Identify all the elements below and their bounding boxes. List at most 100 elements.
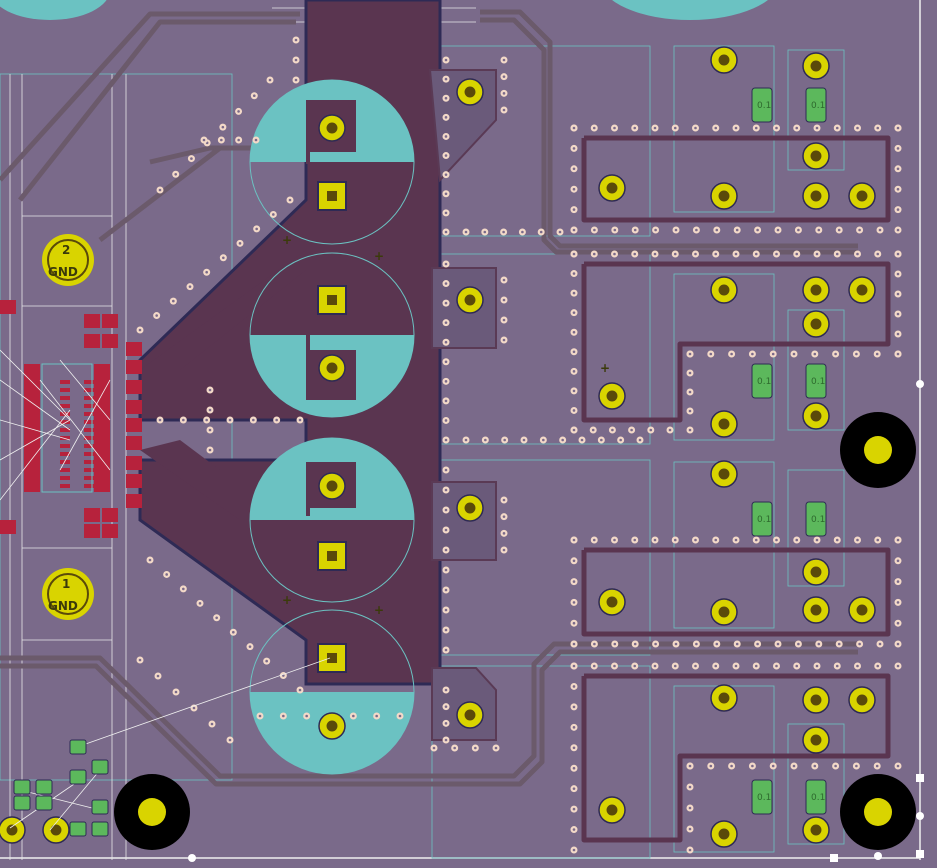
- smd-pad[interactable]: [60, 468, 70, 472]
- smd-pad[interactable]: [60, 412, 70, 416]
- smd-value-label: 0.1: [757, 101, 771, 111]
- mounting-hole-1-net: GND: [48, 599, 78, 613]
- smd-pad[interactable]: [84, 444, 94, 448]
- smd-pad[interactable]: [60, 460, 70, 464]
- smd-pad[interactable]: [60, 420, 70, 424]
- smd-value-label: 0.1: [811, 377, 825, 387]
- smd-pad[interactable]: [60, 396, 70, 400]
- smd-pad[interactable]: [84, 404, 94, 408]
- smd-pad[interactable]: [60, 428, 70, 432]
- smd-pad[interactable]: [60, 380, 70, 384]
- smd-resistor-icon[interactable]: [805, 363, 827, 399]
- smd-resistor-icon[interactable]: [751, 501, 773, 537]
- green-smd-parts[interactable]: 0.1 0.1 0.1 0.1 0.1 0.1 0.1 0.1: [13, 87, 827, 837]
- mounting-hole-2-label: 2: [62, 243, 70, 257]
- smd-pad[interactable]: [91, 799, 109, 815]
- smd-pad[interactable]: [35, 795, 53, 811]
- mounting-hole-2[interactable]: 2 GND: [42, 234, 94, 286]
- smd-pad[interactable]: [35, 779, 53, 795]
- right-zones: [581, 135, 891, 843]
- square-pads[interactable]: [317, 181, 347, 673]
- smd-pad[interactable]: [69, 769, 87, 785]
- smd-resistor-icon[interactable]: [805, 87, 827, 123]
- smd-value-label: 0.1: [757, 793, 771, 803]
- smd-pad[interactable]: [69, 821, 87, 837]
- smd-resistor-icon[interactable]: [751, 363, 773, 399]
- smd-pad[interactable]: [60, 444, 70, 448]
- smd-resistor-icon[interactable]: [751, 87, 773, 123]
- smd-pad[interactable]: [126, 474, 142, 488]
- smd-pad[interactable]: [84, 452, 94, 456]
- cap2-square-pad[interactable]: [317, 285, 347, 315]
- smd-pad[interactable]: [13, 795, 31, 811]
- smd-pad[interactable]: [102, 334, 118, 348]
- smd-pad[interactable]: [84, 476, 94, 480]
- smd-pad[interactable]: [0, 300, 16, 314]
- smd-pad[interactable]: [91, 821, 109, 837]
- smd-pad[interactable]: [126, 436, 142, 450]
- smd-pad[interactable]: [84, 484, 94, 488]
- top-right-courtyard: [612, 0, 768, 20]
- smd-pad[interactable]: [84, 460, 94, 464]
- smd-resistor-icon[interactable]: [805, 501, 827, 537]
- cap-plus-5: +: [600, 361, 610, 375]
- smd-pad[interactable]: [126, 380, 142, 394]
- smd-pad[interactable]: [84, 314, 100, 328]
- smd-resistor-icon[interactable]: [751, 779, 773, 815]
- smd-pad[interactable]: [91, 759, 109, 775]
- smd-pad[interactable]: [84, 524, 100, 538]
- top-left-courtyard: [0, 0, 107, 20]
- mounting-hole-2-net: GND: [48, 265, 78, 279]
- smd-pad[interactable]: [60, 436, 70, 440]
- smd-value-label: 0.1: [811, 515, 825, 525]
- smd-pad[interactable]: [84, 508, 100, 522]
- smd-value-label: 0.1: [811, 101, 825, 111]
- smd-pad[interactable]: [84, 412, 94, 416]
- smd-pad[interactable]: [102, 524, 118, 538]
- smd-pad[interactable]: [126, 342, 142, 356]
- left-ic[interactable]: [24, 363, 110, 493]
- cap-plus-3: +: [282, 593, 292, 607]
- capacitor-plus-marks: + + + + +: [282, 233, 610, 617]
- smd-pad[interactable]: [102, 314, 118, 328]
- smd-pad[interactable]: [126, 494, 142, 508]
- smd-pad[interactable]: [84, 396, 94, 400]
- smd-pad[interactable]: [84, 380, 94, 384]
- tht-pads: [0, 46, 876, 848]
- cap-plus-2: +: [374, 249, 384, 263]
- copper-traces: [0, 9, 858, 787]
- smd-pad[interactable]: [126, 400, 142, 414]
- smd-resistor-icon[interactable]: [805, 779, 827, 815]
- smd-pad[interactable]: [84, 436, 94, 440]
- smd-pad[interactable]: [13, 779, 31, 795]
- smd-pad[interactable]: [126, 418, 142, 432]
- smd-pad[interactable]: [84, 428, 94, 432]
- mounting-hole-1-label: 1: [62, 577, 70, 591]
- cap-plus-4: +: [374, 603, 384, 617]
- cap-plus-1: +: [282, 233, 292, 247]
- smd-components[interactable]: [0, 300, 142, 538]
- big-mounting-holes[interactable]: [114, 412, 916, 850]
- via-field: [136, 36, 902, 854]
- smd-pad[interactable]: [60, 452, 70, 456]
- smd-pad[interactable]: [60, 404, 70, 408]
- smd-pad[interactable]: [126, 456, 142, 470]
- ratsnest: [0, 349, 331, 831]
- smd-value-label: 0.1: [757, 515, 771, 525]
- smd-pad[interactable]: [84, 334, 100, 348]
- smd-value-label: 0.1: [811, 793, 825, 803]
- selection-handles: [188, 380, 924, 862]
- smd-pad[interactable]: [60, 476, 70, 480]
- mounting-hole-1[interactable]: 1 GND: [42, 568, 94, 620]
- smd-pad[interactable]: [84, 468, 94, 472]
- smd-pad[interactable]: [84, 420, 94, 424]
- smd-pad[interactable]: [60, 388, 70, 392]
- smd-pad[interactable]: [60, 484, 70, 488]
- smd-pad[interactable]: [126, 360, 142, 374]
- smd-value-label: 0.1: [757, 377, 771, 387]
- smd-pad[interactable]: [102, 508, 118, 522]
- smd-pad[interactable]: [0, 520, 16, 534]
- smd-pad[interactable]: [69, 739, 87, 755]
- smd-pad[interactable]: [84, 388, 94, 392]
